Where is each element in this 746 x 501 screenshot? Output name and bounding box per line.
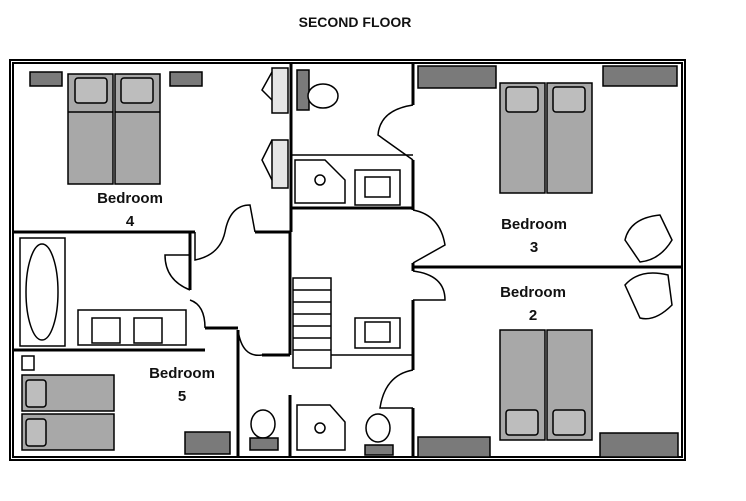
upper-bathroom-fixtures	[294, 69, 401, 206]
bedroom-2-name: Bedroom	[500, 284, 566, 301]
outer-walls	[9, 59, 686, 461]
bedroom-4-name: Bedroom	[97, 190, 163, 207]
bedroom-5-name: Bedroom	[149, 365, 215, 382]
bedroom-4-furniture	[29, 67, 289, 189]
bedroom-5-number: 5	[178, 388, 186, 405]
bedroom-2-number: 2	[529, 307, 537, 324]
bedroom-5-furniture	[21, 355, 279, 455]
floor-title: SECOND FLOOR	[299, 14, 412, 30]
doors	[164, 104, 446, 409]
room-label-bedroom-4: Bedroom 4	[97, 190, 163, 230]
bedroom-3-furniture	[417, 65, 678, 263]
staircase	[292, 277, 332, 369]
left-bathroom-fixtures	[19, 237, 187, 347]
bedroom-3-number: 3	[530, 239, 538, 256]
interior-walls	[13, 63, 682, 457]
bedroom-3-name: Bedroom	[501, 216, 567, 233]
lower-bathroom-fixtures	[296, 317, 401, 456]
bedroom-2-furniture	[417, 272, 679, 458]
room-label-bedroom-2: Bedroom 2	[500, 284, 566, 324]
room-label-bedroom-5: Bedroom 5	[149, 365, 215, 405]
room-label-bedroom-3: Bedroom 3	[501, 216, 567, 256]
bedroom-4-number: 4	[126, 213, 135, 230]
